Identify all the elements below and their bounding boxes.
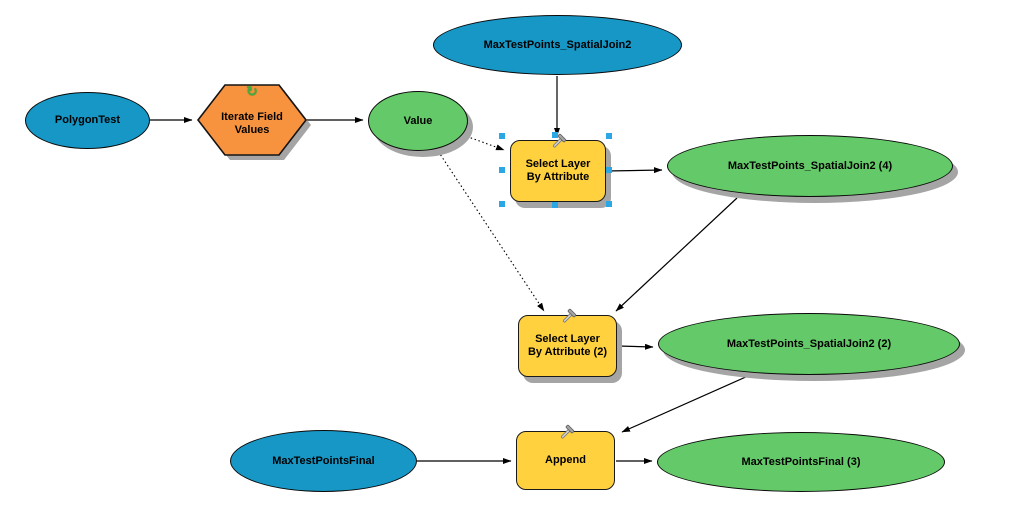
- node-label-line2: Values: [234, 124, 270, 136]
- selection-handle-bottom-right[interactable]: [606, 201, 612, 207]
- selection-handle-mid-left[interactable]: [499, 167, 505, 173]
- node-select-layer-by-attribute-2[interactable]: Select Layer By Attribute (2): [518, 308, 617, 377]
- node-label: MaxTestPoints_SpatialJoin2 (4): [727, 159, 893, 172]
- node-iterate-field-values[interactable]: ↻ Iterate Field Values: [196, 83, 318, 165]
- hexagon-body: [196, 84, 308, 156]
- connector-select1-to-sj4[interactable]: [606, 167, 663, 174]
- selection-handle-bottom-left[interactable]: [499, 201, 505, 207]
- hammer-icon: [562, 308, 576, 323]
- node-label-line2: By Attribute: [526, 171, 590, 183]
- hexagon-shape: [196, 84, 311, 160]
- node-label: MaxTestPointsFinal: [272, 454, 375, 467]
- node-label-line1: Select Layer: [525, 158, 591, 170]
- node-maxtestpoints-spatialjoin2[interactable]: MaxTestPoints_SpatialJoin2: [433, 15, 682, 75]
- selection-handle-mid-right[interactable]: [606, 167, 612, 173]
- node-label: Value: [403, 114, 433, 127]
- hammer-icon: [552, 133, 567, 148]
- selection-handle-top-right[interactable]: [606, 133, 612, 139]
- node-label-line2: By Attribute (2): [527, 346, 608, 358]
- node-maxtestpointsfinal[interactable]: MaxTestPointsFinal: [230, 430, 417, 492]
- connector-select2-to-sj2[interactable]: [617, 343, 654, 350]
- node-label-line1: Iterate Field: [221, 111, 283, 123]
- iterator-circular-arrow-icon: ↻: [246, 83, 258, 99]
- connector-sj2-to-append[interactable]: [621, 375, 749, 433]
- connector-sj4-to-select2[interactable]: [615, 197, 738, 312]
- selection-handle-bottom-mid[interactable]: [552, 202, 558, 208]
- selection-handle-top-left[interactable]: [499, 133, 505, 139]
- hammer-icon: [560, 424, 574, 439]
- node-maxtestpoints-spatialjoin2-2[interactable]: MaxTestPoints_SpatialJoin2 (2): [658, 313, 960, 375]
- node-label: MaxTestPointsFinal (3): [741, 455, 861, 468]
- selection-handle-top-mid[interactable]: [552, 132, 558, 138]
- node-value[interactable]: Value: [368, 91, 468, 151]
- node-maxtestpoints-spatialjoin2-4[interactable]: MaxTestPoints_SpatialJoin2 (4): [667, 135, 953, 197]
- node-label: PolygonTest: [54, 114, 121, 126]
- node-append[interactable]: Append: [516, 424, 615, 490]
- node-label-line1: Select Layer: [535, 333, 600, 345]
- node-label: MaxTestPoints_SpatialJoin2: [483, 38, 632, 51]
- node-label: MaxTestPoints_SpatialJoin2 (2): [726, 337, 892, 350]
- node-select-layer-by-attribute[interactable]: Select Layer By Attribute: [510, 133, 606, 202]
- node-maxtestpointsfinal-3[interactable]: MaxTestPointsFinal (3): [657, 432, 945, 492]
- connector-value-to-select1-precondition[interactable]: [462, 134, 505, 151]
- node-label: Append: [545, 454, 586, 466]
- node-polygontest[interactable]: PolygonTest: [25, 92, 150, 149]
